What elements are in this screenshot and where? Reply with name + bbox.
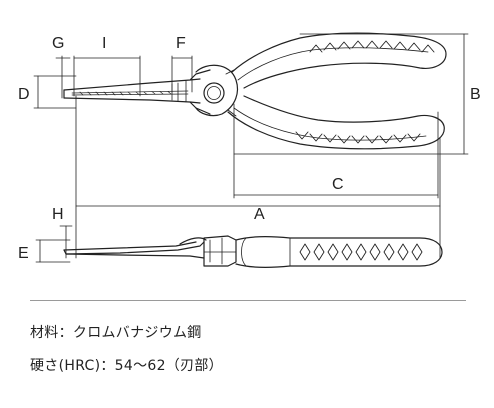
jaw-upper: [63, 78, 201, 91]
side-dimension-lines: [35, 225, 73, 263]
dim-label-f: F: [176, 35, 186, 52]
dim-label-i: I: [102, 35, 106, 52]
pliers-side-view: [35, 225, 443, 268]
jaw-serration: [71, 90, 189, 96]
pliers-top-view: [33, 32, 469, 259]
handle-lower: [227, 95, 445, 150]
dim-label-b: B: [470, 86, 481, 103]
dim-label-h: H: [52, 206, 64, 223]
side-handle: [235, 236, 443, 268]
side-joint: [203, 235, 237, 267]
dimension-labels: G I F D B C H A E: [18, 35, 481, 262]
spec-material: 材料：クロムバナジウム鋼: [30, 325, 202, 341]
pivot-body: [195, 64, 239, 117]
pivot-rivet: [203, 82, 225, 104]
dim-label-d: D: [18, 86, 30, 103]
dim-label-a: A: [254, 206, 265, 223]
dim-label-g: G: [52, 35, 64, 52]
top-dimension-lines: [33, 33, 469, 259]
spec-hardness: 硬さ(HRC)：54〜62（刃部）: [30, 358, 223, 374]
jaw-lower: [63, 97, 201, 104]
dim-label-e: E: [18, 245, 29, 262]
grip-teeth-upper: [309, 40, 435, 53]
dim-label-c: C: [332, 176, 344, 193]
section-divider: [30, 300, 466, 301]
grip-teeth-lower: [295, 131, 421, 144]
handle-upper: [231, 32, 447, 89]
side-grip-diamonds: [299, 243, 423, 261]
